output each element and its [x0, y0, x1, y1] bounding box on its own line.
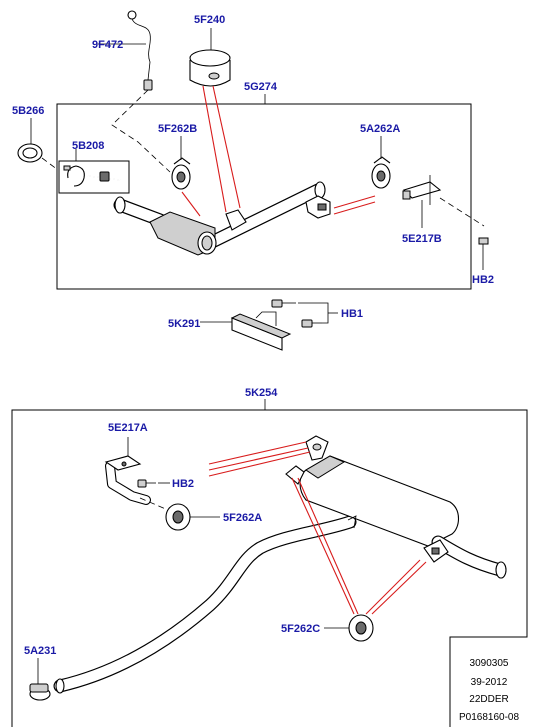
callout-HB2-top: HB2: [472, 274, 494, 286]
reference-line-2: 39-2012: [471, 677, 508, 688]
5F262A-insulator: [139, 497, 220, 531]
callout-5A231: 5A231: [24, 645, 56, 657]
5A231-clamp: [29, 658, 51, 701]
rear-guide-lines: [208, 441, 427, 615]
callout-5K254: 5K254: [245, 387, 278, 399]
HB2-bolt-mid: [137, 479, 170, 488]
callout-5B208: 5B208: [72, 140, 104, 152]
reference-line-3: 22DDER: [469, 694, 508, 705]
callout-5F262B: 5F262B: [158, 123, 197, 135]
front-guide-lines: [181, 85, 376, 217]
callout-HB2-mid: HB2: [172, 478, 194, 490]
callout-5K291: 5K291: [168, 318, 200, 330]
callout-5E217B: 5E217B: [402, 233, 442, 245]
5B208-clamp: [58, 149, 130, 194]
muffler-hangers: [285, 435, 357, 529]
callout-5F262A: 5F262A: [223, 512, 262, 524]
reference-line-4: P0168160-08: [459, 712, 519, 723]
callout-5E217A: 5E217A: [108, 422, 148, 434]
rear-assembly: [11, 399, 528, 727]
rear-muffler: [299, 455, 507, 579]
rear-assembly-frame: [11, 409, 528, 727]
small-pipe: [104, 437, 151, 505]
5F240-part: [189, 28, 231, 87]
callout-5B266: 5B266: [12, 105, 44, 117]
reference-block: 3090305 39-2012 22DDER P0168160-08: [459, 658, 519, 723]
heat-shield-group: [200, 299, 338, 351]
callout-5F240: 5F240: [194, 14, 225, 26]
5F262B-insulator: [171, 136, 191, 190]
5B266-gasket: [17, 118, 59, 171]
5A262A-insulator: [371, 136, 442, 228]
front-assembly-frame: [56, 103, 472, 290]
intermediate-pipe: [53, 515, 357, 694]
callout-HB1: HB1: [341, 308, 363, 320]
front-pipe: [113, 181, 331, 256]
5F262C-insulator: [324, 614, 374, 642]
callout-5A262A: 5A262A: [360, 123, 400, 135]
front-assembly: [17, 10, 489, 290]
callout-5G274: 5G274: [244, 81, 278, 93]
oxygen-sensor: [98, 10, 171, 173]
reference-line-1: 3090305: [470, 658, 509, 669]
callout-5F262C: 5F262C: [281, 623, 320, 635]
HB2-bolt-top: [439, 197, 489, 270]
callout-9F472: 9F472: [92, 39, 123, 51]
